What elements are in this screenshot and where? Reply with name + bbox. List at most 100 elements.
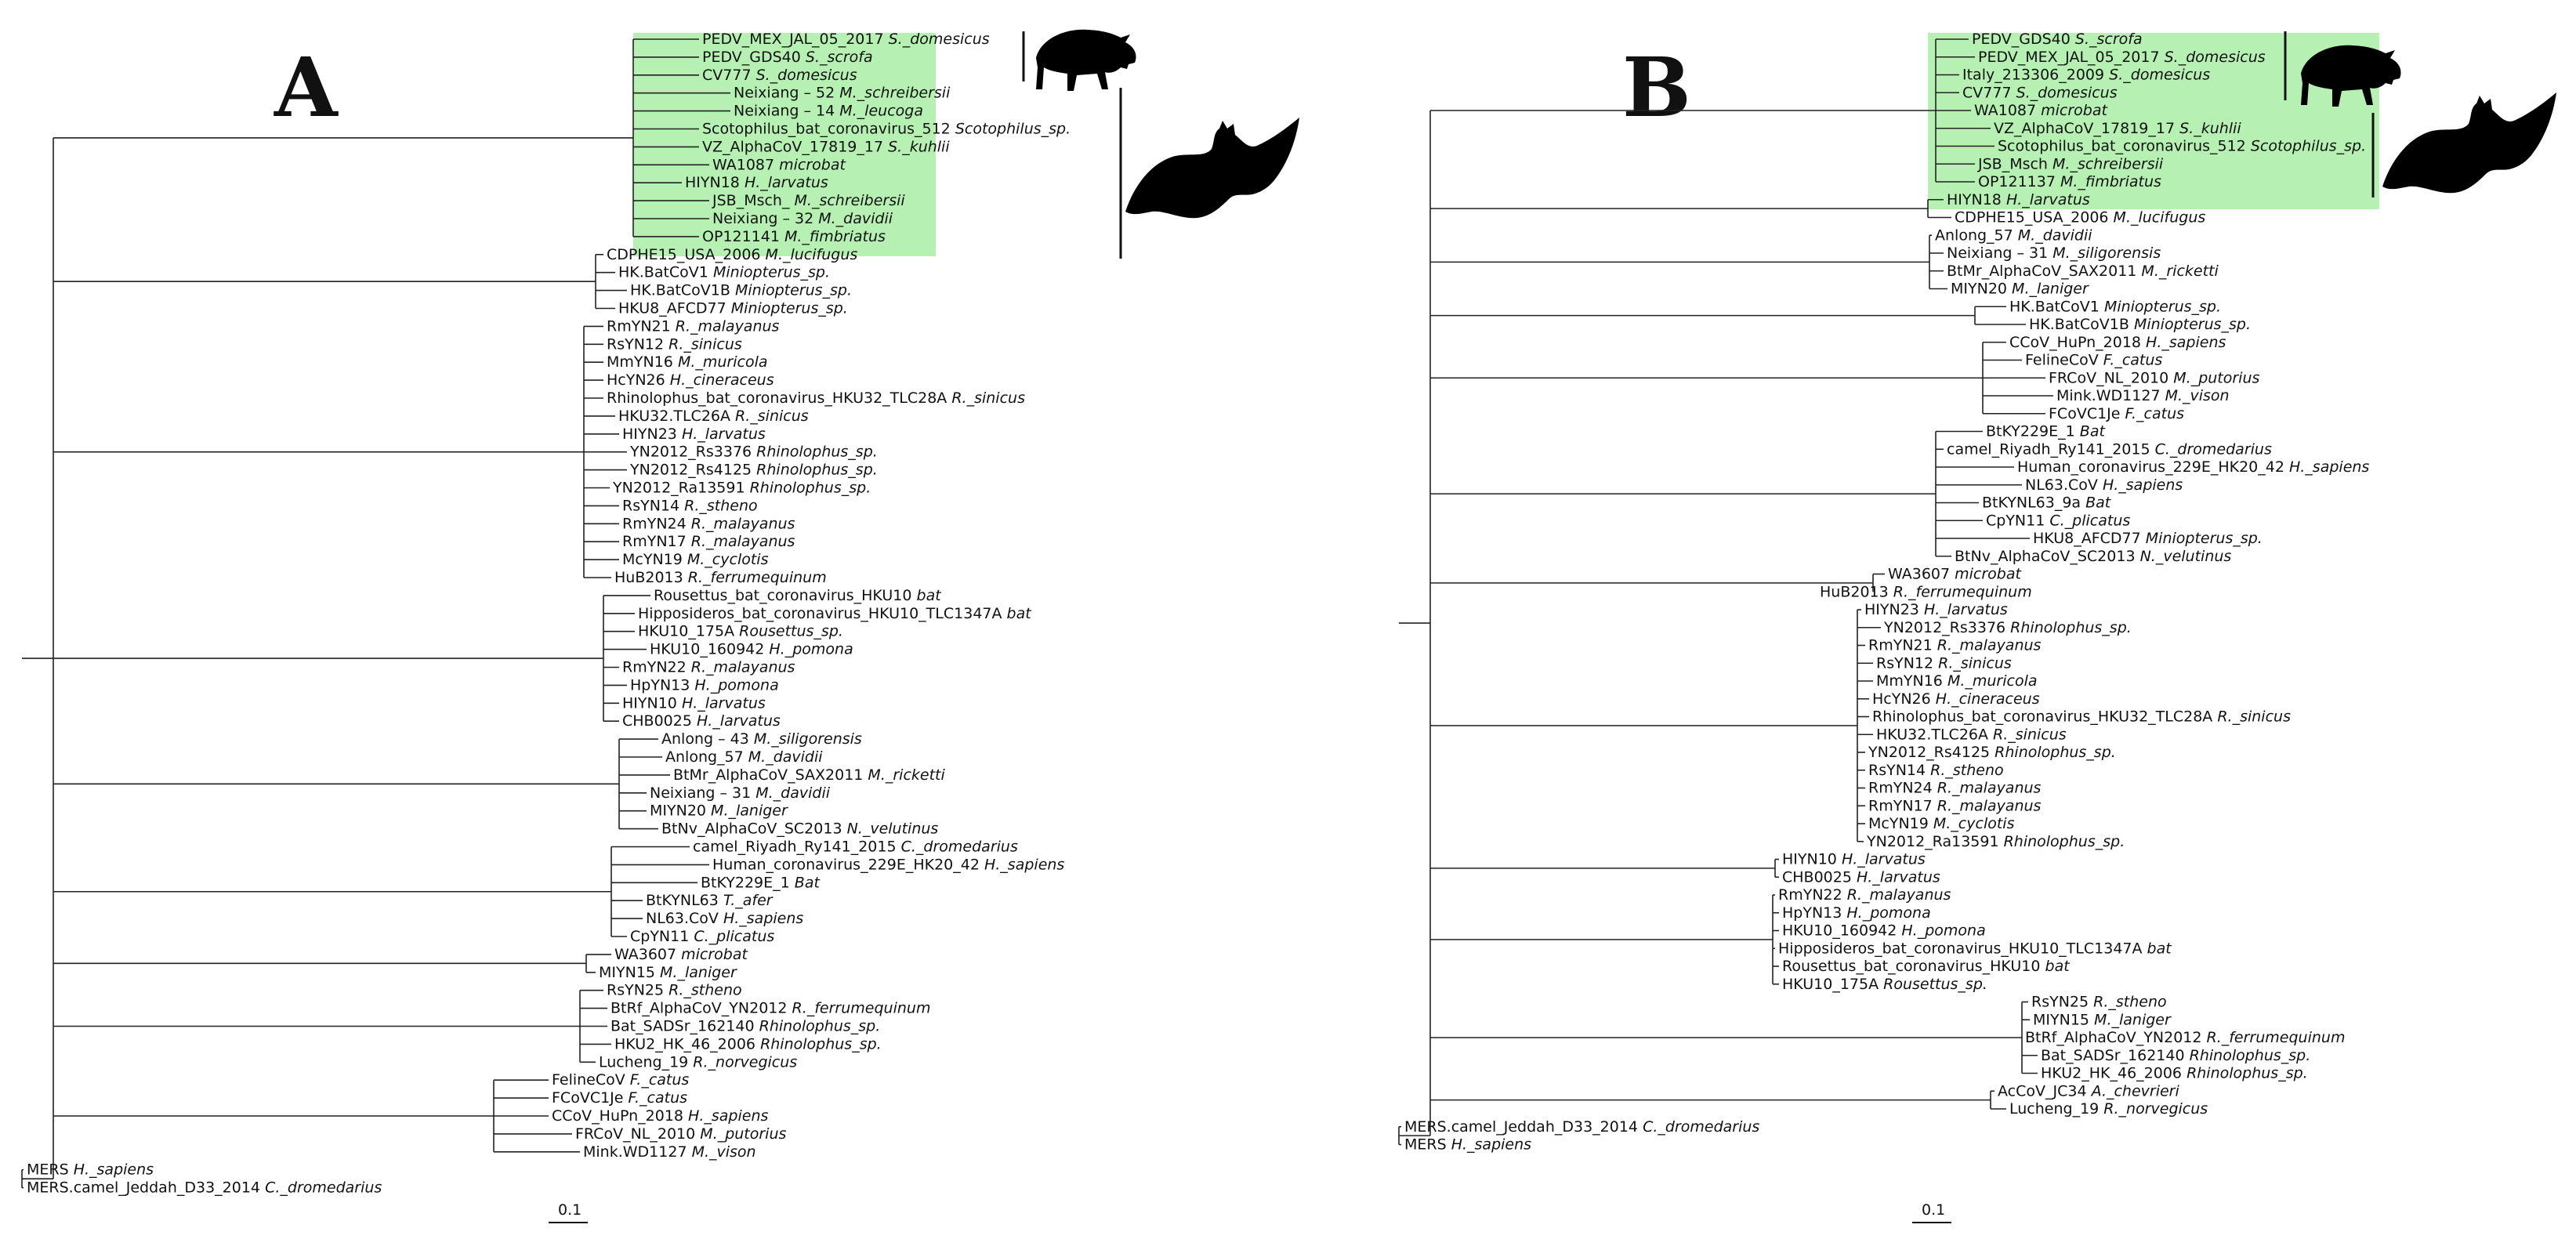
taxon-label: HKU2_HK_46_2006 Rhinolophus_sp. (2041, 1065, 2308, 1082)
taxon-label: HKU2_HK_46_2006 Rhinolophus_sp. (614, 1035, 882, 1052)
taxon-label: Neixiang – 52 M._schreibersii (734, 85, 951, 102)
taxon-label: RsYN12 R._sinicus (607, 335, 742, 353)
taxon-label: HIYN23 H._larvatus (1864, 601, 2008, 618)
taxon-label: BtKY229E_1 Bat (701, 874, 821, 891)
panel-b-tree: B PEDV_GDS40 S._scrofaPEDV_MEX_JAL_05_20… (1398, 31, 2556, 1223)
taxon-label: BtKYNL63_9a Bat (1982, 495, 2112, 512)
taxon-label: MERS.camel_Jeddah_D33_2014 C._dromedariu… (1404, 1118, 1759, 1136)
taxon-label: CDPHE15_USA_2006 M._lucifugus (607, 246, 857, 263)
taxon-label: HKU10_160942 H._pomona (650, 641, 853, 658)
taxon-label: BtNv_AlphaCoV_SC2013 N._velutinus (661, 821, 938, 838)
taxon-label: FRCoV_NL_2010 M._putorius (575, 1125, 787, 1143)
taxon-label: HcYN26 H._cineraceus (607, 371, 774, 389)
taxon-label: HKU10_160942 H._pomona (1782, 922, 1986, 940)
pedv-highlight-box (1928, 33, 2379, 209)
taxon-label: BtKY229E_1 Bat (1986, 423, 2106, 440)
taxon-label: Rhinolophus_bat_coronavirus_HKU32_TLC28A… (607, 389, 1025, 407)
taxon-label: RmYN24 R._malayanus (1868, 780, 2042, 797)
tree-branches (1398, 38, 2053, 1146)
taxon-label: MIYN15 M._laniger (599, 964, 737, 981)
taxon-label: CV777 S._domesicus (702, 67, 857, 84)
taxon-label: HK.BatCoV1 Miniopterus_sp. (618, 264, 830, 281)
taxon-label: CDPHE15_USA_2006 M._lucifugus (1955, 209, 2205, 226)
taxon-label: NL63.CoV H._sapiens (646, 910, 803, 927)
tree-branches (21, 38, 730, 1189)
taxon-label: BtRf_AlphaCoV_YN2012 R._ferrumequinum (2025, 1029, 2345, 1046)
taxon-label: WA1087 microbat (1974, 102, 2109, 119)
taxon-label: HIYN18 H._larvatus (1947, 191, 2090, 208)
taxon-label: PEDV_GDS40 S._scrofa (702, 49, 873, 66)
taxon-label: HKU32.TLC26A R._sinicus (1876, 726, 2067, 743)
taxon-label: BtMr_AlphaCoV_SAX2011 M._ricketti (1947, 263, 2219, 280)
scale-bar-label: 0.1 (1922, 1201, 1945, 1219)
taxon-label: WA3607 microbat (1888, 566, 2023, 583)
taxon-label: Neixiang – 31 M._siligorensis (1947, 245, 2161, 262)
panel-a-tree: A PEDV_MEX_JAL_05_2017 S._domesicusPEDV_… (21, 29, 1299, 1223)
taxon-label: Lucheng_19 R._norvegicus (2009, 1100, 2208, 1118)
taxon-label: BtRf_AlphaCoV_YN2012 R._ferrumequinum (610, 1000, 930, 1017)
taxon-label: FCoVC1Je F._catus (552, 1089, 687, 1107)
taxon-label: MmYN16 M._muricola (1876, 672, 2038, 690)
taxon-label: AcCoV_JC34 A._chevrieri (1998, 1082, 2179, 1100)
taxon-label: RmYN22 R._malayanus (1778, 886, 1951, 904)
taxon-label: Bat_SADSr_162140 Rhinolophus_sp. (610, 1018, 880, 1035)
taxon-label: HKU8_AFCD77 Miniopterus_sp. (2033, 530, 2263, 547)
taxon-label: HpYN13 H._pomona (630, 676, 779, 694)
taxon-label: HcYN26 H._cineraceus (1872, 690, 2040, 708)
taxon-label: MIYN15 M._laniger (2033, 1011, 2172, 1028)
taxon-label: HK.BatCoV1B Miniopterus_sp. (630, 282, 852, 299)
taxon-label: CV777 S._domesicus (1962, 84, 2118, 101)
taxon-label: CHB0025 H._larvatus (622, 712, 781, 730)
bat-silhouette-icon (2382, 92, 2556, 194)
taxon-label: Mink.WD1127 M._vison (2056, 387, 2230, 404)
taxon-label: WA1087 microbat (712, 156, 847, 173)
taxon-label: RmYN22 R._malayanus (622, 659, 795, 676)
taxon-label: RsYN25 R._stheno (2031, 994, 2167, 1011)
taxon-label: HuB2013 R._ferrumequinum (1820, 583, 2032, 600)
panel-b-letter: B (1622, 39, 1691, 136)
boar-silhouette-icon (2301, 45, 2401, 107)
taxon-label: CCoV_HuPn_2018 H._sapiens (2009, 334, 2226, 351)
taxon-label: Anlong_57 M._davidii (1935, 226, 2092, 244)
taxon-label: RsYN14 R._stheno (1868, 762, 2004, 779)
taxon-label: Italy_213306_2009 S._domesicus (1962, 67, 2210, 84)
taxon-label: McYN19 M._cyclotis (622, 551, 769, 568)
taxon-label: HIYN10 H._larvatus (622, 694, 766, 712)
taxon-labels: PEDV_GDS40 S._scrofaPEDV_MEX_JAL_05_2017… (1404, 31, 2369, 1154)
taxon-label: FRCoV_NL_2010 M._putorius (2049, 369, 2260, 386)
taxon-label: NL63.CoV H._sapiens (2025, 476, 2183, 494)
taxon-label: YN2012_Ra13591 Rhinolophus_sp. (612, 480, 871, 497)
taxon-label: Rhinolophus_bat_coronavirus_HKU32_TLC28A… (1872, 708, 2291, 726)
taxon-label: HKU32.TLC26A R._sinicus (618, 408, 809, 425)
taxon-label: RmYN17 R._malayanus (1868, 797, 2042, 814)
taxon-label: HIYN23 H._larvatus (622, 426, 766, 443)
taxon-label: HuB2013 R._ferrumequinum (614, 569, 827, 586)
bat-silhouette-icon (1125, 118, 1299, 219)
taxon-labels: PEDV_MEX_JAL_05_2017 S._domesicusPEDV_GD… (27, 31, 1071, 1197)
taxon-label: FelineCoV F._catus (552, 1071, 689, 1089)
taxon-label: Anlong – 43 M._siligorensis (661, 730, 862, 748)
taxon-label: BtKYNL63 T._afer (646, 892, 774, 909)
taxon-label: JSB_Msch M._schreibersii (1977, 155, 2164, 172)
taxon-label: YN2012_Rs4125 Rhinolophus_sp. (1868, 744, 2116, 761)
taxon-label: BtMr_AlphaCoV_SAX2011 M._ricketti (673, 766, 945, 784)
taxon-label: CpYN11 C._plicatus (630, 928, 774, 945)
taxon-label: MERS.camel_Jeddah_D33_2014 C._dromedariu… (27, 1179, 382, 1197)
taxon-label: Scotophilus_bat_coronavirus_512 Scotophi… (702, 121, 1071, 138)
taxon-label: CpYN11 C._plicatus (1986, 512, 2130, 529)
taxon-label: camel_Riyadh_Ry141_2015 C._dromedarius (1947, 440, 2272, 458)
taxon-label: HpYN13 H._pomona (1782, 904, 1931, 922)
taxon-label: HIYN10 H._larvatus (1782, 851, 1926, 868)
taxon-label: RsYN12 R._sinicus (1876, 654, 2012, 672)
taxon-label: HKU8_AFCD77 Miniopterus_sp. (618, 300, 848, 317)
taxon-label: OP121137 M._fimbriatus (1978, 173, 2161, 190)
taxon-label: OP121141 M._fimbriatus (702, 228, 886, 245)
taxon-label: HK.BatCoV1B Miniopterus_sp. (2029, 316, 2251, 333)
boar-silhouette-icon (1036, 29, 1136, 92)
taxon-label: Rousettus_bat_coronavirus_HKU10 bat (654, 587, 942, 604)
taxon-label: YN2012_Rs3376 Rhinolophus_sp. (629, 444, 878, 461)
taxon-label: CHB0025 H._larvatus (1782, 868, 1940, 886)
taxon-label: YN2012_Ra13591 Rhinolophus_sp. (1866, 833, 2125, 850)
taxon-label: MmYN16 M._muricola (607, 353, 768, 371)
taxon-label: RsYN25 R._stheno (607, 982, 742, 999)
